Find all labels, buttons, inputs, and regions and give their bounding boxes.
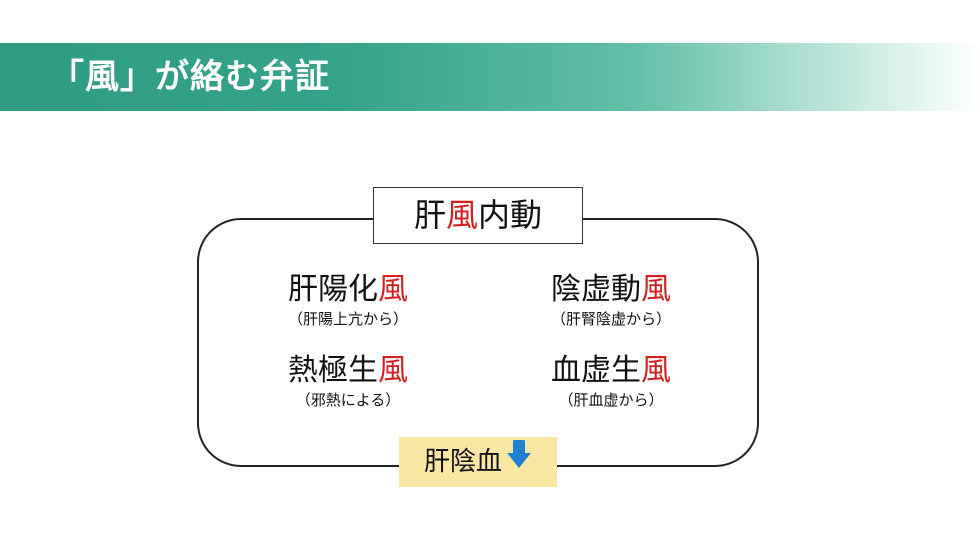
item-title: 血虚生風 <box>501 353 721 389</box>
item-title: 熱極生風 <box>238 353 458 389</box>
item-liver-yang: 肝陽化風 （肝陽上亢から） <box>238 272 458 330</box>
item-title-pre: 肝陽化 <box>288 272 378 307</box>
down-arrow-icon <box>506 436 532 486</box>
footer-label: 肝陰血 <box>423 447 502 477</box>
item-title-pre: 血虚生 <box>551 353 641 388</box>
item-note: （邪熱による） <box>295 391 401 409</box>
head-text-pre: 肝 <box>413 196 446 234</box>
head-text-post: 内動 <box>478 196 543 234</box>
title-bar: 「風」が絡む弁証 <box>0 43 980 111</box>
item-title: 陰虚動風 <box>501 272 721 308</box>
item-title-accent: 風 <box>378 272 408 307</box>
diagram-head-box: 肝風内動 <box>373 187 583 244</box>
item-extreme-heat: 熱極生風 （邪熱による） <box>238 353 458 411</box>
diagram-footer-box: 肝陰血 <box>399 437 557 487</box>
item-title-pre: 陰虚動 <box>551 272 641 307</box>
item-blood-deficiency: 血虚生風 （肝血虚から） <box>501 353 721 411</box>
item-title-accent: 風 <box>378 353 408 388</box>
item-title: 肝陽化風 <box>238 272 458 308</box>
item-note: （肝血虚から） <box>558 391 664 409</box>
item-title-accent: 風 <box>641 353 671 388</box>
slide-title: 「風」が絡む弁証 <box>50 57 330 97</box>
item-title-accent: 風 <box>641 272 671 307</box>
item-note: （肝腎陰虚から） <box>550 310 671 328</box>
item-yin-deficiency: 陰虚動風 （肝腎陰虚から） <box>501 272 721 330</box>
item-title-pre: 熱極生 <box>288 353 378 388</box>
item-note: （肝陽上亢から） <box>287 310 408 328</box>
head-text-accent: 風 <box>445 196 478 234</box>
diagram-frame <box>197 218 759 467</box>
